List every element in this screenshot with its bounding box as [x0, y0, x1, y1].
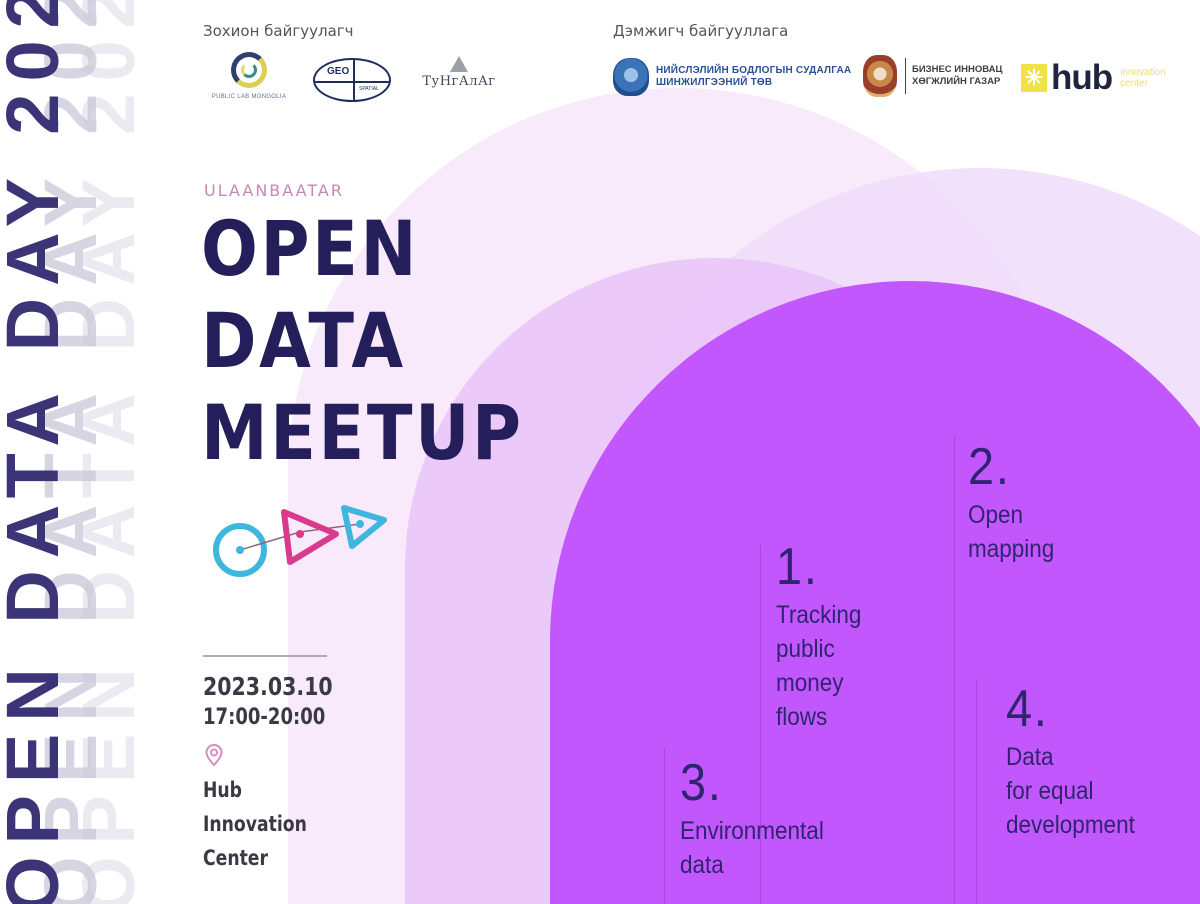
tungalag-name: ТуНгАлАг [422, 74, 496, 89]
policy-center-line1: НИЙСЛЭЛИЙН БОДЛОГЫН СУДАЛГАА [656, 65, 852, 76]
arch-dark [550, 281, 1200, 904]
pyramid-icon [450, 56, 468, 72]
headline: OPEN DATA MEETUP [201, 203, 524, 479]
public-lab-mongolia-logo: PUBLIC LAB MONGOLIA [203, 52, 295, 110]
public-lab-name: PUBLIC LAB MONGOLIA [211, 94, 287, 100]
biz-line2: ХӨГЖЛИЙН ГАЗАР [912, 76, 1001, 87]
topic-2-number: 2. [968, 438, 1011, 496]
venue-line-3: Center [203, 846, 268, 870]
topic-1-label: Tracking public money flows [776, 601, 862, 731]
geo-name: GEO [327, 66, 350, 77]
topic-divider [954, 435, 955, 904]
open-data-day-logo-icon [213, 505, 387, 577]
city-emblem-icon [613, 58, 649, 96]
policy-center-line2: ШИНЖИЛГЭЭНИЙ ТӨВ [656, 77, 773, 88]
topic-4: 4. Data for equal development [1006, 680, 1149, 842]
city-label: ULAANBAATAR [204, 181, 344, 200]
map-pin-icon [205, 744, 223, 766]
hub-sub2: center [1120, 78, 1148, 89]
event-time: 17:00-20:00 [203, 705, 326, 730]
event-date: 2023.03.10 [203, 672, 333, 701]
topic-2-label: Open mapping [968, 501, 1055, 563]
biz-line1: БИЗНЕС ИННОВАЦ [912, 64, 1003, 75]
topic-divider [664, 748, 665, 904]
headline-line-1: OPEN [201, 204, 420, 293]
topic-4-number: 4. [1006, 680, 1049, 738]
topic-3-label: Environmental data [680, 817, 824, 879]
business-innovation-agency-logo: БИЗНЕС ИННОВАЦ ХӨГЖЛИЙН ГАЗАР [863, 55, 1002, 97]
info-divider [203, 655, 327, 657]
tungalag-logo: ТуНгАлАг [413, 56, 505, 102]
vertical-title: OPEN DATA DAY 2023 OPEN DATA DAY 2023 OP… [0, 0, 180, 904]
state-emblem-icon [863, 55, 897, 97]
headline-line-2: DATA [201, 296, 406, 385]
topic-4-label: Data for equal development [1006, 743, 1135, 839]
hub-innovation-center-logo: ✳ hub innovation center [1021, 58, 1166, 97]
organizers-label: Зохион байгуулагч [203, 22, 354, 40]
topic-1: 1. Tracking public money flows [776, 538, 871, 734]
topic-1-number: 1. [776, 538, 819, 596]
headline-line-3: MEETUP [201, 388, 524, 477]
geo-spatial-logo: GEO SPATIAL [313, 58, 391, 102]
vertical-title-main: OPEN DATA DAY 2023 [0, 0, 74, 904]
hub-asterisk-icon: ✳ [1021, 64, 1047, 92]
hub-sub1: innovation [1120, 67, 1166, 78]
geo-sub: SPATIAL [359, 86, 379, 92]
venue-line-2: Innovation [203, 812, 307, 836]
topic-divider [760, 545, 761, 904]
venue-line-1: Hub [203, 778, 243, 802]
public-lab-ring-icon [231, 52, 267, 88]
topic-3: 3. Environmental data [680, 754, 840, 882]
topic-divider [976, 680, 977, 904]
topic-3-number: 3. [680, 754, 723, 812]
policy-research-center-logo: НИЙСЛЭЛИЙН БОДЛОГЫН СУДАЛГАА ШИНЖИЛГЭЭНИ… [613, 58, 851, 96]
supporters-label: Дэмжигч байгууллага [613, 22, 789, 40]
hub-name: hub [1051, 58, 1113, 97]
topic-2: 2. Open mapping [968, 438, 1064, 566]
